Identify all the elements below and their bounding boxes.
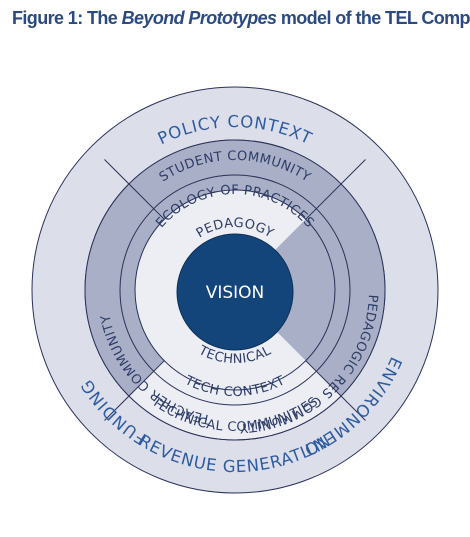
figure-number: Figure 1: — [12, 8, 83, 28]
title-lead: The — [82, 8, 122, 28]
divider-lower-right — [305, 360, 366, 421]
practices-ring — [119, 174, 351, 406]
title-rest: model of the TEL Complex — [280, 8, 470, 28]
teacher-community-segment — [84, 183, 165, 397]
vision-circle — [176, 233, 294, 351]
inner-ring-outline — [134, 189, 336, 391]
vision-label: VISION — [206, 283, 265, 303]
shaded-right-quadrant — [235, 183, 386, 397]
divider-upper-left — [104, 159, 165, 220]
community-ring-outline — [84, 139, 386, 441]
title-emphasis: Beyond Prototypes — [121, 8, 277, 28]
divider-upper-right — [305, 159, 366, 220]
divider-lower-left — [104, 360, 165, 421]
figure-title: Figure 1: The Beyond Prototypes model of… — [12, 8, 470, 29]
